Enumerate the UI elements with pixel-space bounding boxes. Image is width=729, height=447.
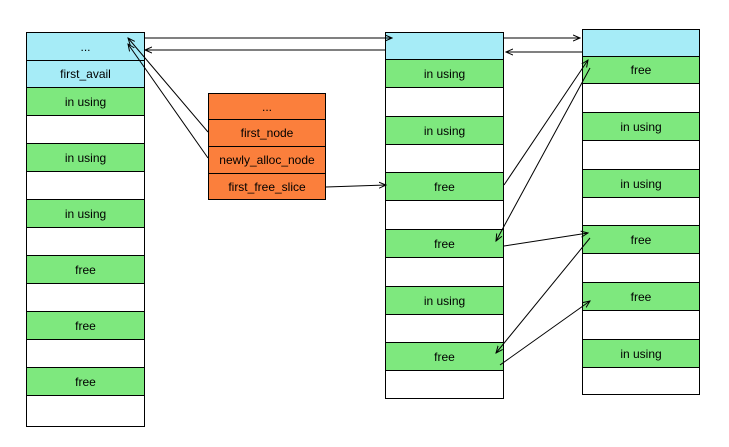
cell: free	[583, 226, 699, 254]
cell: in using	[27, 88, 144, 116]
cell	[583, 30, 699, 57]
cell: free	[583, 283, 699, 311]
allocator-control-box: ... first_node newly_alloc_node first_fr…	[208, 93, 326, 200]
arrow-free-4	[496, 237, 591, 353]
arrow-free-1	[503, 60, 588, 186]
arrow-free-5	[499, 301, 590, 366]
cell: in using	[583, 113, 699, 141]
cell: in using	[27, 200, 144, 228]
cell	[27, 340, 144, 368]
block-column-2: in using in using free free in using fre…	[385, 32, 504, 399]
cell: free	[27, 256, 144, 284]
cell	[583, 198, 699, 226]
block-column-1: ... first_avail in using in using in usi…	[26, 32, 145, 427]
arrow-free-2	[496, 67, 591, 241]
cell	[27, 284, 144, 312]
cell	[583, 368, 699, 394]
cell	[583, 254, 699, 283]
cell: in using	[386, 287, 503, 315]
cell	[27, 228, 144, 256]
cell	[27, 172, 144, 200]
arrow-first-free-slice	[325, 185, 386, 187]
cell: free	[583, 57, 699, 84]
cell	[27, 396, 144, 426]
cell: free	[386, 343, 503, 371]
cell	[583, 311, 699, 340]
cell	[386, 88, 503, 117]
cell	[386, 201, 503, 230]
control-cell-first-node: first_node	[209, 120, 325, 147]
cell: in using	[583, 340, 699, 368]
cell	[27, 116, 144, 144]
block-column-3: free in using in using free free in usin…	[582, 29, 700, 395]
cell	[583, 141, 699, 170]
control-cell-newly-alloc-node: newly_alloc_node	[209, 147, 325, 174]
cell: free	[27, 368, 144, 396]
cell	[386, 33, 503, 60]
control-cell: ...	[209, 94, 325, 120]
cell: free	[27, 312, 144, 340]
cell: free	[386, 230, 503, 258]
control-cell-first-free-slice: first_free_slice	[209, 174, 325, 199]
cell: in using	[386, 60, 503, 88]
cell	[386, 258, 503, 287]
cell: in using	[583, 170, 699, 198]
arrow-free-3	[503, 233, 588, 247]
cell-first-avail: first_avail	[27, 61, 144, 88]
cell: in using	[27, 144, 144, 172]
cell	[386, 315, 503, 343]
cell: ...	[27, 33, 144, 61]
cell	[386, 145, 503, 173]
cell	[386, 371, 503, 398]
cell	[583, 84, 699, 113]
cell: free	[386, 173, 503, 201]
cell: in using	[386, 117, 503, 145]
